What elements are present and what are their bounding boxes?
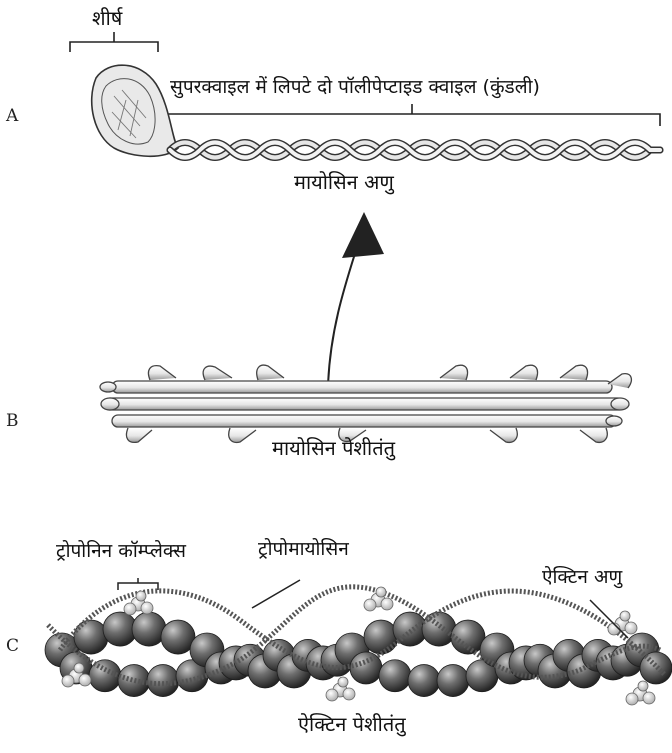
- head-label: शीर्ष: [92, 8, 122, 28]
- troponin-subunit: [338, 677, 348, 687]
- myosin-filament-illustration: [100, 365, 631, 442]
- troponin-subunit: [638, 681, 648, 691]
- actin-monomer: [379, 660, 411, 692]
- supercoil-bracket: [168, 104, 660, 126]
- actin-monomer: [350, 652, 382, 684]
- troponin-subunit: [643, 692, 655, 704]
- actin-monomer: [118, 665, 150, 697]
- troponin-subunit: [136, 591, 146, 601]
- troponin-subunit: [620, 611, 630, 621]
- actin-filament-label: ऐक्टिन पेशीतंतु: [298, 714, 406, 734]
- troponin-subunit: [381, 598, 393, 610]
- actin-filament-illustration: [45, 578, 672, 705]
- troponin-subunit: [376, 587, 386, 597]
- troponin-subunit: [326, 689, 338, 701]
- myosin-head: [92, 65, 178, 156]
- tropomyosin-label: ट्रोपोमायोसिन: [258, 540, 349, 559]
- head-bracket: [70, 32, 158, 52]
- supercoil-label: सुपरक्वाइल में लिपटे दो पॉलीपेप्टाइड क्व…: [170, 78, 540, 97]
- troponin-subunit: [124, 603, 136, 615]
- actin-monomer: [437, 665, 469, 697]
- actin-monomer: [364, 620, 398, 654]
- myosin-filament-label: मायोसिन पेशीतंतु: [272, 438, 395, 458]
- tropomyosin-pointer: [252, 580, 300, 608]
- troponin-subunit: [343, 688, 355, 700]
- troponin-complex-label: ट्रोपोनिन कॉम्प्लेक्स: [56, 542, 186, 561]
- troponin-subunit: [74, 663, 84, 673]
- troponin-subunit: [364, 599, 376, 611]
- myosin-molecule-label: मायोसिन अणु: [294, 172, 394, 192]
- troponin-bracket: [118, 578, 158, 590]
- troponin-subunit: [626, 693, 638, 705]
- panel-letter-b: B: [6, 413, 19, 430]
- troponin-subunit: [141, 602, 153, 614]
- troponin-subunit: [62, 675, 74, 687]
- troponin-subunit: [79, 674, 91, 686]
- actin-molecule-label: ऐक्टिन अणु: [542, 568, 622, 587]
- panel-letter-a: A: [6, 108, 18, 125]
- troponin-subunit: [625, 622, 637, 634]
- panel-letter-c: C: [6, 638, 19, 655]
- actin-monomer: [132, 612, 166, 646]
- actin-monomer: [74, 620, 108, 654]
- actin-monomer: [640, 652, 672, 684]
- actin-monomer: [408, 665, 440, 697]
- myosin-tail-coil: [170, 143, 660, 158]
- filament-to-molecule-arrow: [328, 212, 384, 386]
